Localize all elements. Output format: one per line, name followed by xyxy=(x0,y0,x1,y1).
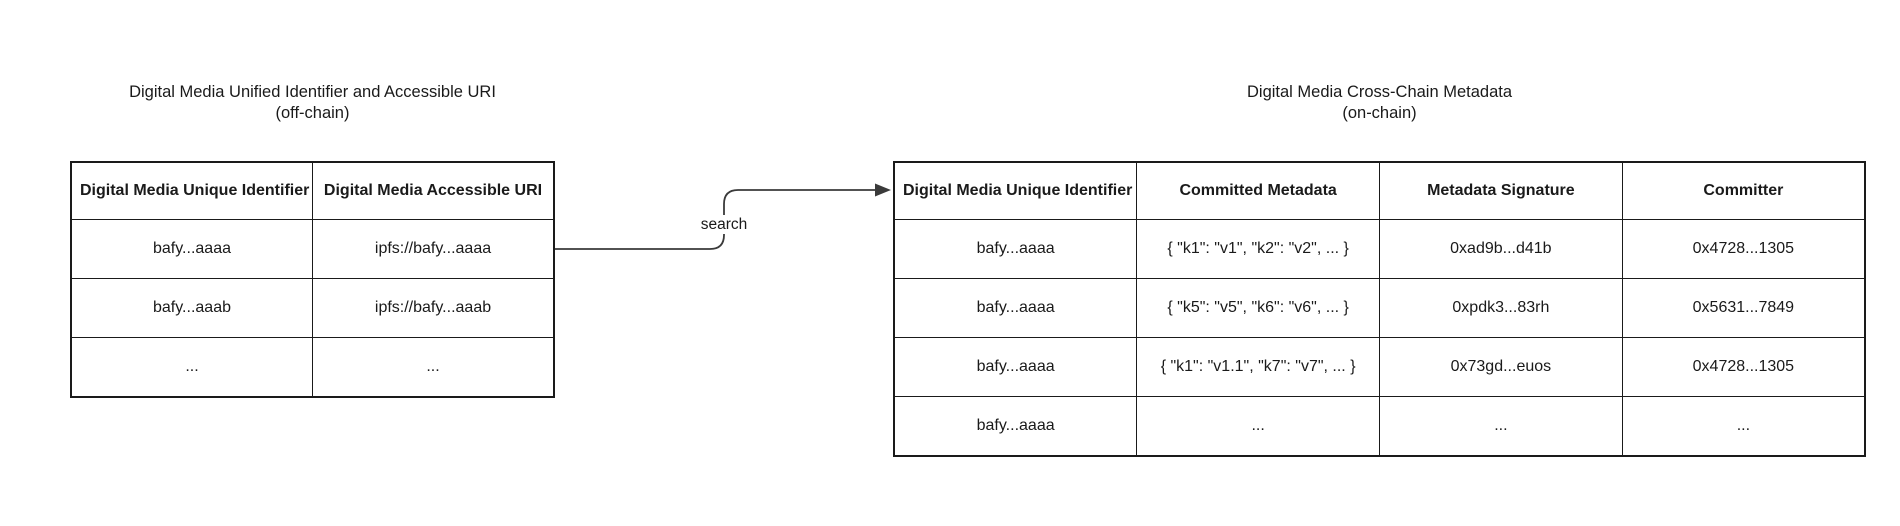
table-cell: 0xad9b...d41b xyxy=(1379,219,1623,279)
right-title-line1: Digital Media Cross-Chain Metadata xyxy=(1246,83,1513,101)
left-table-header-row: Digital Media Unique Identifier Digital … xyxy=(70,161,555,220)
column-header-committer: Committer xyxy=(1621,161,1866,220)
table-row: bafy...aaaa { "k1": "v1", "k2": "v2", ..… xyxy=(893,219,1866,279)
table-cell: ... xyxy=(1379,396,1623,457)
left-table: Digital Media Unique Identifier Digital … xyxy=(70,161,555,398)
table-row: ... ... xyxy=(70,337,555,398)
table-cell: 0x4728...1305 xyxy=(1621,337,1866,397)
table-row: bafy...aaab ipfs://bafy...aaab xyxy=(70,278,555,338)
table-cell: 0x4728...1305 xyxy=(1621,219,1866,279)
table-cell: 0x5631...7849 xyxy=(1621,278,1866,338)
table-cell: bafy...aaab xyxy=(70,278,313,338)
left-title-line2: (off-chain) xyxy=(275,104,350,122)
table-row: bafy...aaaa ... ... ... xyxy=(893,396,1866,457)
table-cell: bafy...aaaa xyxy=(70,219,313,279)
table-row: bafy...aaaa { "k5": "v5", "k6": "v6", ..… xyxy=(893,278,1866,338)
table-cell: bafy...aaaa xyxy=(893,278,1138,338)
right-table-header-row: Digital Media Unique Identifier Committe… xyxy=(893,161,1866,220)
table-cell: ... xyxy=(1136,396,1380,457)
table-cell: { "k1": "v1", "k2": "v2", ... } xyxy=(1136,219,1380,279)
table-cell: { "k5": "v5", "k6": "v6", ... } xyxy=(1136,278,1380,338)
table-cell: bafy...aaaa xyxy=(893,219,1138,279)
table-cell: ... xyxy=(70,337,313,398)
column-header-unique-identifier: Digital Media Unique Identifier xyxy=(893,161,1138,220)
table-cell: ... xyxy=(312,337,555,398)
table-cell: bafy...aaaa xyxy=(893,396,1138,457)
table-cell: ... xyxy=(1621,396,1866,457)
column-header-unique-identifier: Digital Media Unique Identifier xyxy=(70,161,313,220)
column-header-metadata-signature: Metadata Signature xyxy=(1379,161,1623,220)
search-arrowhead-icon xyxy=(875,183,891,197)
right-table: Digital Media Unique Identifier Committe… xyxy=(893,161,1866,457)
column-header-accessible-uri: Digital Media Accessible URI xyxy=(312,161,555,220)
left-title-line1: Digital Media Unified Identifier and Acc… xyxy=(129,83,496,101)
table-cell: 0x73gd...euos xyxy=(1379,337,1623,397)
right-title-line2: (on-chain) xyxy=(1342,104,1417,122)
table-cell: ipfs://bafy...aaab xyxy=(312,278,555,338)
table-cell: { "k1": "v1.1", "k7": "v7", ... } xyxy=(1136,337,1380,397)
left-diagram-title: Digital Media Unified Identifier and Acc… xyxy=(70,82,555,124)
column-header-committed-metadata: Committed Metadata xyxy=(1136,161,1380,220)
right-diagram-title: Digital Media Cross-Chain Metadata (on-c… xyxy=(893,82,1866,124)
search-arrow-label: search xyxy=(684,215,764,234)
table-cell: bafy...aaaa xyxy=(893,337,1138,397)
table-row: bafy...aaaa ipfs://bafy...aaaa xyxy=(70,219,555,279)
table-row: bafy...aaaa { "k1": "v1.1", "k7": "v7", … xyxy=(893,337,1866,397)
table-cell: ipfs://bafy...aaaa xyxy=(312,219,555,279)
table-cell: 0xpdk3...83rh xyxy=(1379,278,1623,338)
